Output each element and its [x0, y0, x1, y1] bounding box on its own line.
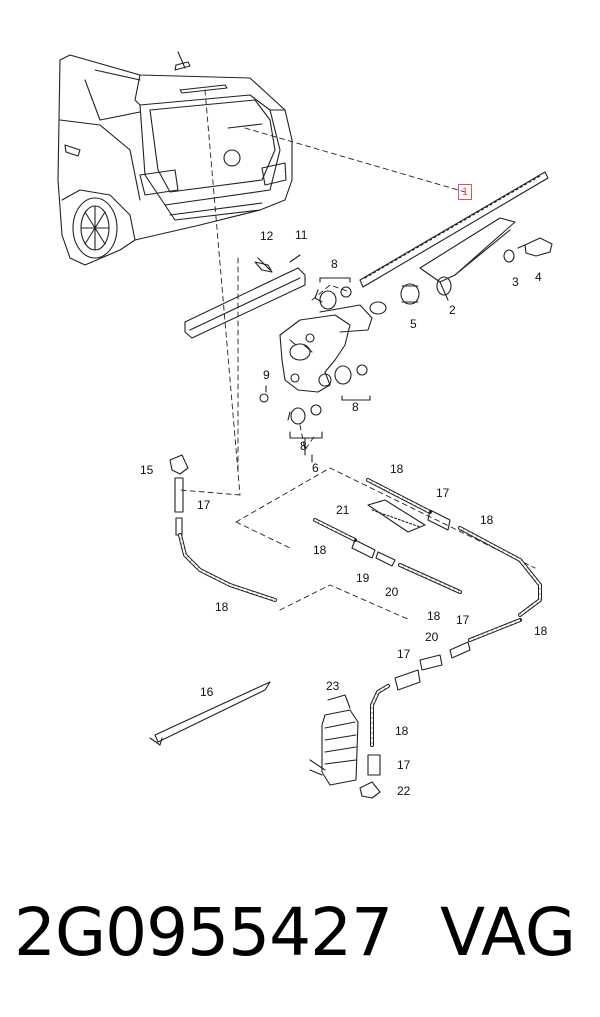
callout-12: 12 [260, 229, 274, 243]
callout-22: 22 [397, 784, 411, 798]
callout-23: 23 [326, 679, 340, 693]
callout-18-right-top: 18 [480, 513, 494, 527]
callout-3: 3 [512, 275, 519, 289]
callout-17-bottom: 17 [397, 758, 411, 772]
callout-8-bottom: 8 [300, 439, 307, 453]
callout-8-right: 8 [352, 400, 359, 414]
parts-diagram: 1 2 3 4 5 6 8 8 8 9 11 12 15 16 17 17 17… [57, 51, 553, 799]
callout-18-top: 18 [390, 462, 404, 476]
callout-17-right: 17 [456, 613, 470, 627]
wiper-motor [259, 277, 420, 463]
lower-assembly [149, 654, 443, 799]
callout-6: 6 [312, 461, 319, 475]
callout-19: 19 [356, 571, 370, 585]
diagram-drawing [57, 51, 553, 799]
callout-21: 21 [336, 503, 350, 517]
part-number: 2G0955427 [14, 894, 393, 971]
callout-20-center: 20 [385, 585, 399, 599]
callout-5: 5 [410, 317, 417, 331]
callout-11: 11 [295, 228, 308, 242]
wiper-assembly [359, 171, 553, 301]
light-strip [184, 254, 306, 339]
callout-8-top: 8 [331, 257, 338, 271]
callout-18-center-bottom: 18 [427, 609, 441, 623]
callout-18-lower: 18 [395, 724, 409, 738]
callout-17-center: 17 [436, 486, 450, 500]
leader-lines [179, 89, 536, 621]
callout-9: 9 [263, 368, 270, 382]
callout-18-left: 18 [215, 600, 229, 614]
callout-17-lower: 17 [397, 647, 411, 661]
callout-2: 2 [449, 303, 456, 317]
callout-1: 1 [458, 184, 473, 200]
left-hose [169, 454, 277, 602]
car-illustration [57, 51, 293, 266]
brand-name: VAG [440, 894, 577, 971]
callout-18-right: 18 [534, 624, 548, 638]
center-hoses [313, 478, 542, 659]
callout-16: 16 [200, 685, 214, 699]
callout-15: 15 [140, 463, 154, 477]
callout-4: 4 [535, 270, 542, 284]
callout-20-lower: 20 [425, 630, 439, 644]
callout-18-center-left: 18 [313, 543, 327, 557]
callout-17-left: 17 [197, 498, 211, 512]
